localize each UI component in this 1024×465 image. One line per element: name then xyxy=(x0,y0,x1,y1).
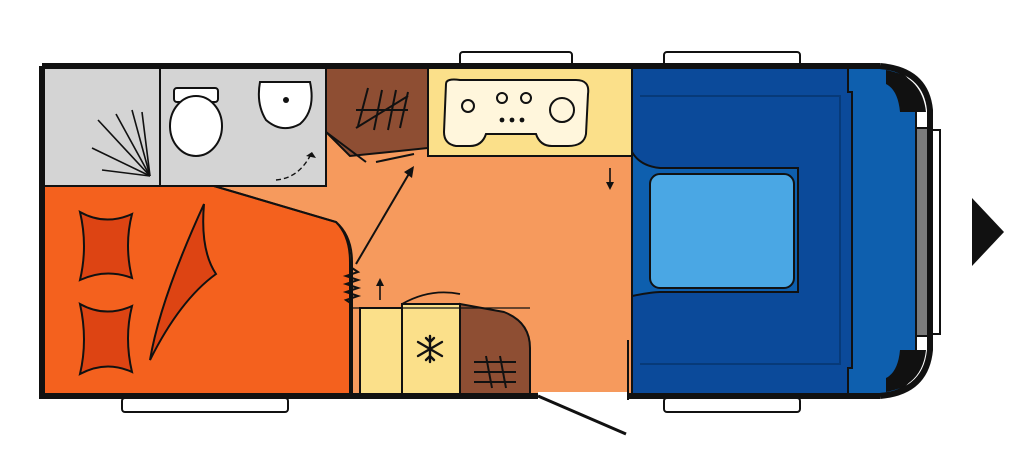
kitchen xyxy=(427,67,633,157)
windows xyxy=(121,51,801,413)
sink-icon xyxy=(257,81,313,130)
blanket-fold xyxy=(149,203,218,361)
arrow-diagonal xyxy=(355,171,411,265)
door-gap xyxy=(538,392,628,400)
body-outline xyxy=(39,63,880,399)
snowflake-icon xyxy=(416,334,444,364)
fridge-door-arc xyxy=(401,291,461,305)
seating-seam xyxy=(640,95,841,365)
arrow-down-seat-head xyxy=(606,182,614,190)
wardrobe-door xyxy=(325,131,367,163)
arrow-up-entry-head xyxy=(376,278,384,286)
lower-units xyxy=(350,291,531,395)
arrow-wardrobe xyxy=(375,153,415,163)
bottom-window-right xyxy=(663,397,801,413)
front-cap-black xyxy=(886,70,926,112)
front-cap xyxy=(879,63,933,399)
kitchen-hob-sink xyxy=(442,78,590,147)
bottom-window-left xyxy=(121,397,289,413)
shower-icon xyxy=(91,109,151,177)
bath-door-arrow xyxy=(306,152,316,158)
toilet-icon xyxy=(169,87,223,157)
front-cap-black-bottom xyxy=(886,350,926,392)
spring-coil xyxy=(342,267,362,305)
direction-triangle-icon xyxy=(972,198,1004,266)
arrow-diagonal-head xyxy=(404,166,414,178)
bed-partition xyxy=(213,185,353,394)
door-leaf xyxy=(537,394,627,436)
interior-lines xyxy=(213,131,629,394)
seating xyxy=(631,67,917,395)
pillow-bottom xyxy=(78,302,134,376)
bathroom xyxy=(43,67,327,187)
seating-cushions xyxy=(631,67,853,395)
bed-pillows xyxy=(78,203,218,376)
arrows xyxy=(355,153,614,300)
entry-door xyxy=(537,392,629,436)
drawbar-rail xyxy=(928,129,941,335)
lower-cabinet-shelves xyxy=(474,355,516,389)
pillow-top xyxy=(78,210,134,282)
hob-burners xyxy=(461,92,575,123)
drawer-unit xyxy=(359,307,405,395)
dining-table xyxy=(649,173,795,289)
